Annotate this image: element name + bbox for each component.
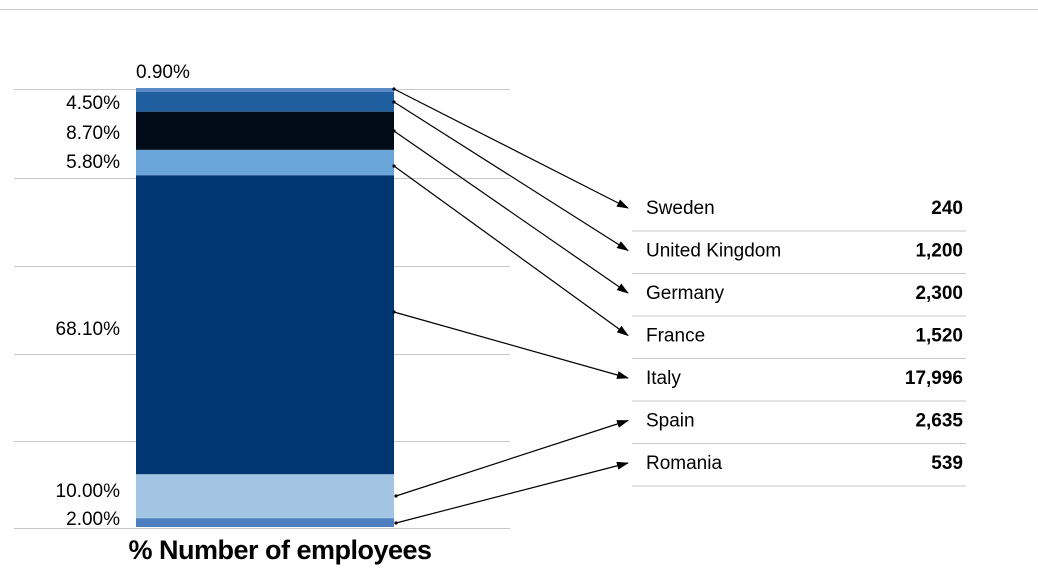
- bar-segment-spain: [136, 474, 394, 519]
- legend-country-united-kingdom: United Kingdom: [646, 241, 781, 262]
- legend-country-sweden: Sweden: [646, 198, 715, 219]
- percent-label-france: 5.80%: [66, 152, 120, 173]
- legend-country-france: France: [646, 326, 705, 347]
- bar-segment-germany: [136, 111, 394, 150]
- legend-employees-sweden: 240: [931, 198, 963, 219]
- legend-employees-united-kingdom: 1,200: [915, 241, 963, 262]
- percent-label-spain: 10.00%: [56, 481, 121, 502]
- bar-segment-france: [136, 149, 394, 176]
- percent-label-italy: 68.10%: [56, 319, 121, 340]
- connector-origin-dot: [392, 100, 396, 104]
- bar-segment-united-kingdom: [136, 91, 394, 112]
- percent-label-romania: 2.00%: [66, 509, 120, 530]
- bar-segment-sweden: [136, 88, 394, 92]
- connector-arrow-france: [393, 165, 629, 337]
- bar-segment-italy: [136, 175, 394, 475]
- legend-employees-spain: 2,635: [915, 411, 963, 432]
- legend-country-spain: Spain: [646, 411, 695, 432]
- percent-label-sweden: 0.90%: [136, 62, 190, 83]
- legend-employees-romania: 539: [931, 453, 963, 474]
- connector-origin-dot: [392, 129, 396, 133]
- connector-arrow-spain: [395, 419, 629, 497]
- legend-employees-france: 1,520: [915, 326, 963, 347]
- top-rule: [0, 9, 1038, 10]
- connector-arrow-germany: [393, 130, 629, 294]
- legend-country-germany: Germany: [646, 283, 725, 304]
- connector-origin-dot: [392, 87, 396, 91]
- legend-country-romania: Romania: [646, 453, 722, 474]
- connector-origin-dot: [392, 310, 396, 314]
- connector-arrow-sweden: [393, 88, 629, 209]
- chart-title: % Number of employees: [128, 535, 432, 565]
- percent-label-germany: 8.70%: [66, 123, 120, 144]
- legend-employees-italy: 17,996: [905, 368, 963, 389]
- legend-employees-germany: 2,300: [915, 283, 963, 304]
- connector-arrow-italy: [393, 311, 629, 379]
- connector-arrow-united-kingdom: [393, 101, 629, 252]
- connector-origin-dot: [394, 521, 398, 525]
- bar-segment-romania: [136, 518, 394, 527]
- percent-label-united-kingdom: 4.50%: [66, 93, 120, 114]
- legend-country-italy: Italy: [646, 368, 681, 389]
- connector-arrow-romania: [395, 461, 629, 524]
- connector-origin-dot: [394, 494, 398, 498]
- connector-origin-dot: [392, 164, 396, 168]
